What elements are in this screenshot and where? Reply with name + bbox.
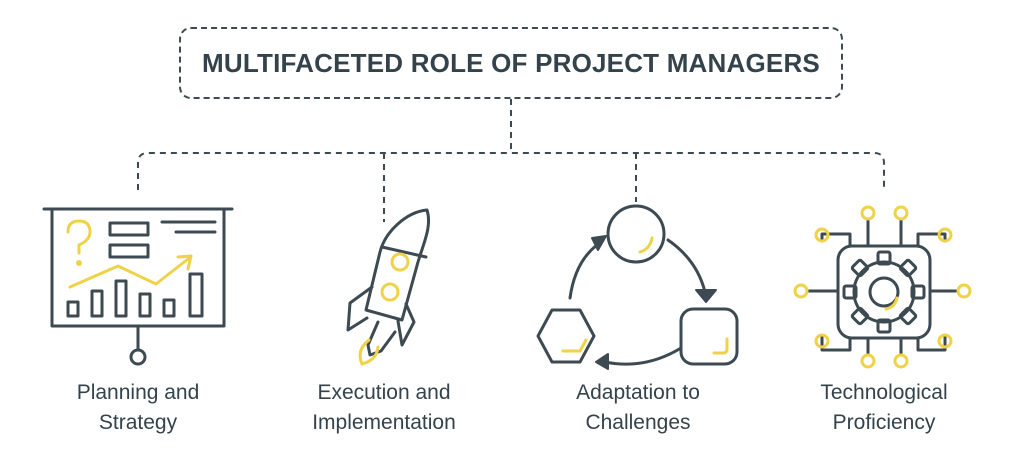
role-label-technology: Technological Proficiency	[784, 378, 984, 438]
presentation-board-icon	[42, 207, 234, 366]
cycle-arrows-icon	[536, 204, 739, 370]
role-label-line: Strategy	[98, 411, 178, 434]
rocket-icon	[346, 208, 431, 366]
role-label-line: Challenges	[585, 411, 691, 434]
gear-circuit-icon	[793, 205, 972, 369]
role-label-line: Implementation	[312, 411, 456, 434]
role-label-line: Proficiency	[832, 411, 936, 434]
role-label-planning: Planning and Strategy	[38, 378, 238, 438]
role-label-adaptation: Adaptation to Challenges	[538, 378, 738, 438]
title-box: MULTIFACETED ROLE OF PROJECT MANAGERS	[179, 27, 843, 99]
role-label-line: Adaptation to	[576, 381, 700, 404]
diagram-title: MULTIFACETED ROLE OF PROJECT MANAGERS	[202, 47, 820, 78]
role-label-line: Planning and	[76, 381, 200, 404]
connector-lines	[137, 99, 885, 222]
role-label-execution: Execution and Implementation	[284, 378, 484, 438]
role-label-line: Technological	[820, 381, 948, 404]
role-label-line: Execution and	[317, 381, 451, 404]
